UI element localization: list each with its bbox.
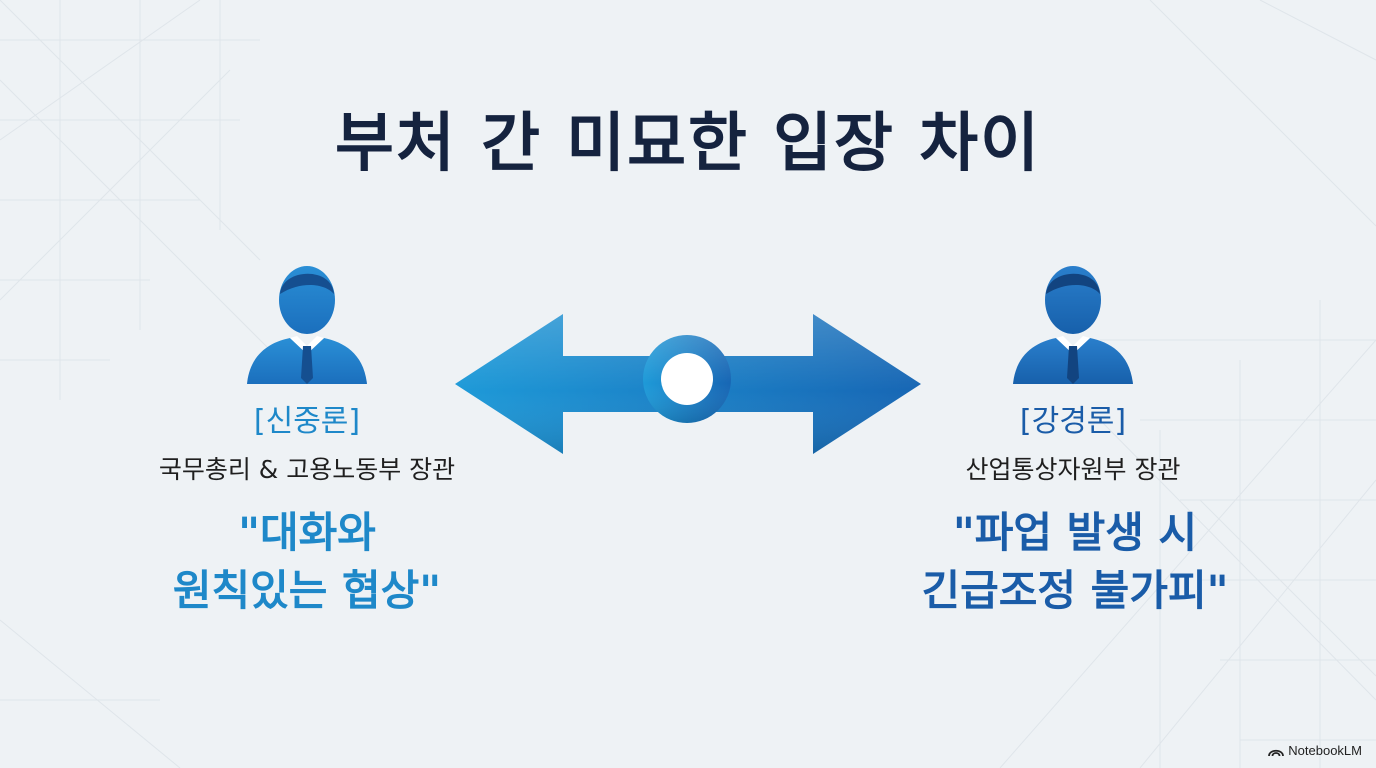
quote-line: "대화와	[238, 508, 376, 557]
quote-line: 긴급조정 불가피"	[921, 566, 1229, 615]
role-label-right: 산업통상자원부 장관	[965, 455, 1181, 484]
quote-left: "대화와 원칙있는 협상"	[60, 504, 554, 620]
watermark-text: NotebookLM	[1288, 743, 1362, 758]
quote-right: "파업 발생 시 긴급조정 불가피"	[840, 504, 1310, 620]
double-arrow-icon	[455, 314, 921, 454]
page-title: 부처 간 미묘한 입장 차이	[335, 107, 1041, 181]
person-icon	[1013, 266, 1133, 384]
quote-line: 원칙있는 협상"	[172, 566, 442, 615]
notebooklm-logo-icon	[1268, 749, 1285, 756]
stance-label-right: [강경론]	[1019, 404, 1127, 439]
notebooklm-watermark: NotebookLM	[1268, 743, 1362, 758]
quote-line: "파업 발생 시	[952, 508, 1198, 557]
stance-label-left: [신중론]	[253, 404, 361, 439]
person-icon	[247, 266, 367, 384]
role-label-left: 국무총리 & 고용노동부 장관	[158, 455, 456, 484]
